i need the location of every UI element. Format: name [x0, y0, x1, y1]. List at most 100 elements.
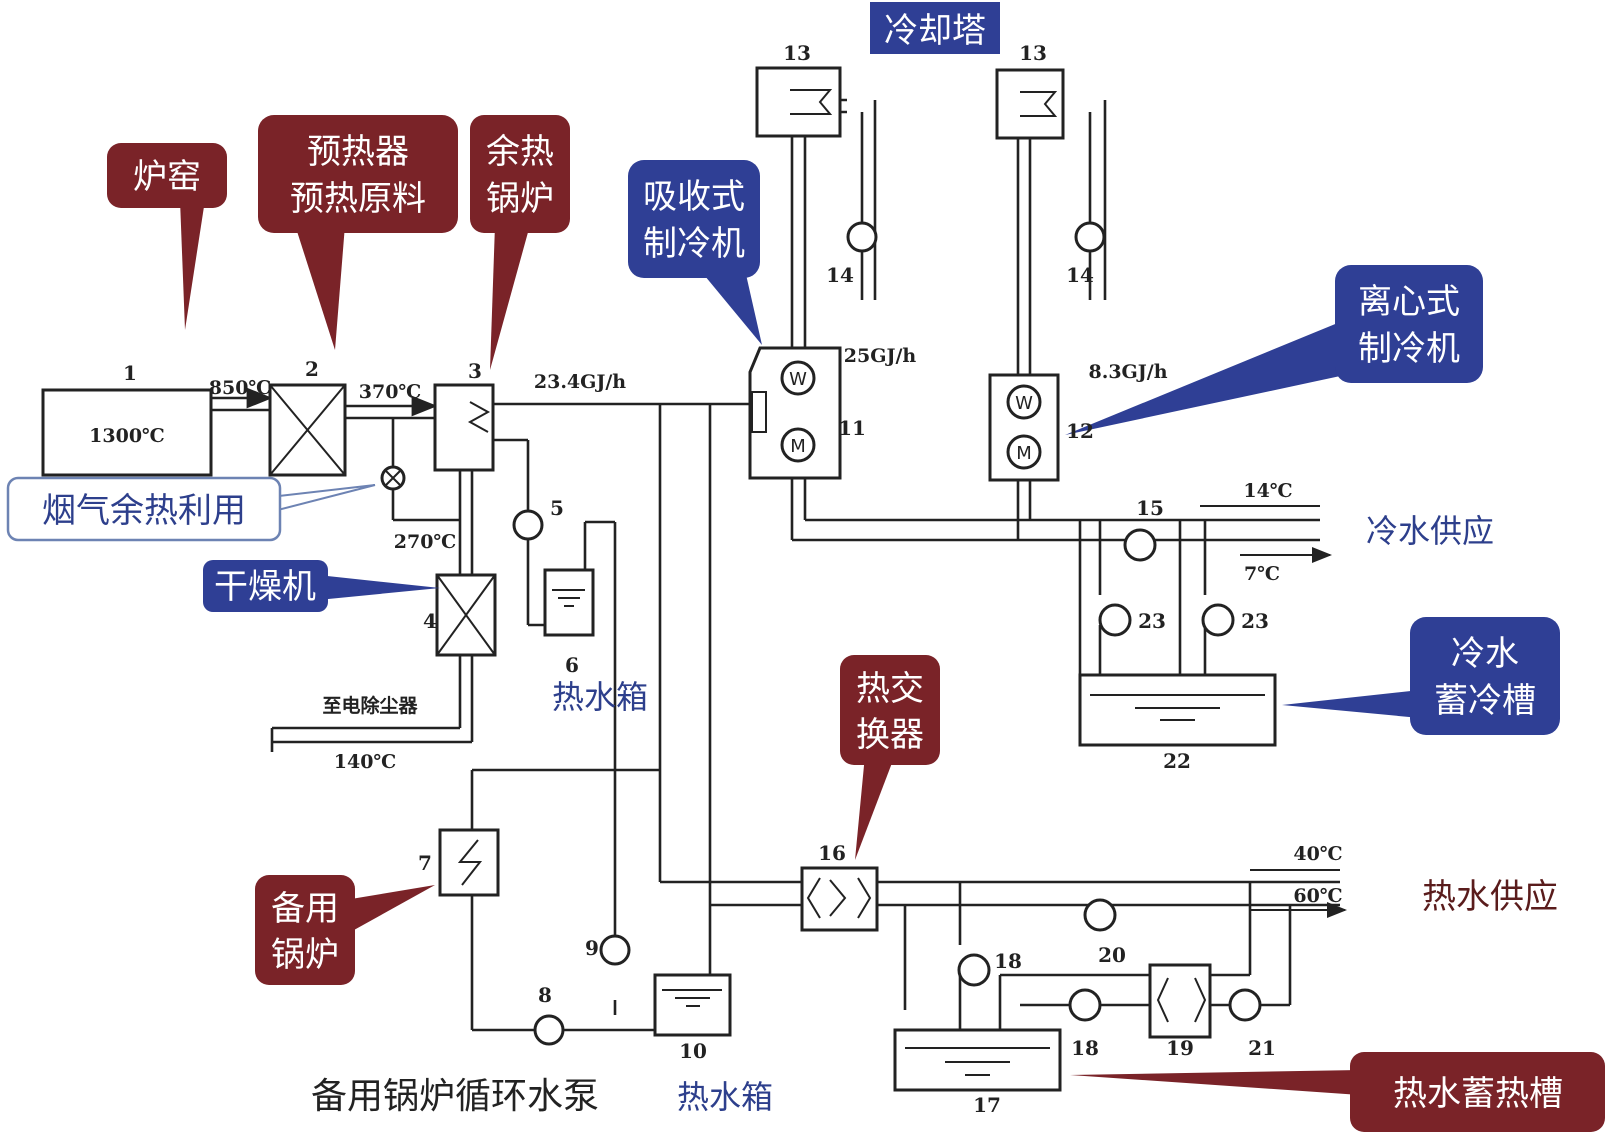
num-4: 4: [423, 609, 437, 633]
hot-water-supply-label: 热水供应: [1422, 877, 1558, 917]
cooling-tower-callout: [870, 2, 1000, 54]
pump-14-left: [846, 221, 878, 253]
pump-5: [512, 509, 544, 541]
temp-140: 140℃: [334, 751, 396, 773]
num-18-upper: 18: [994, 949, 1022, 973]
num-23-right: 23: [1241, 609, 1269, 633]
pump-20: [1083, 898, 1117, 932]
heat-exchanger-19: [1148, 963, 1212, 1039]
num-21: 21: [1248, 1036, 1276, 1060]
preheater-callout: [258, 115, 458, 233]
pump-18-lower: [1068, 988, 1102, 1022]
pump-23-right: [1201, 603, 1235, 637]
heat-exchanger-callout-line2: 换器: [856, 715, 924, 755]
dryer-callout-text: 干燥机: [214, 567, 316, 607]
dryer-callout: [203, 560, 328, 612]
hot-storage-callout: [1350, 1052, 1605, 1132]
num-5: 5: [550, 496, 564, 520]
hot-water-tank-10-label: 热水箱: [677, 1078, 773, 1116]
absorption-callout-line1: 吸收式: [643, 177, 745, 217]
flue-gas-callout: [6, 476, 282, 542]
num-12: 12: [1066, 419, 1094, 443]
svg-text:M: M: [790, 436, 806, 457]
num-14-left: 14: [826, 263, 854, 287]
heat-exchanger-callout: [840, 655, 940, 765]
temp-270: 270℃: [394, 531, 456, 553]
backup-boiler-7: [438, 828, 500, 897]
cold-storage-tank-22: [1078, 673, 1277, 747]
load-absorption: 25GJ/h: [844, 345, 917, 367]
num-23-left: 23: [1138, 609, 1166, 633]
num-6: 6: [565, 653, 579, 677]
num-7: 7: [418, 851, 432, 875]
temp-14: 14℃: [1243, 480, 1292, 502]
hot-water-tank-10: [653, 973, 732, 1037]
hot-water-tank-6: [543, 568, 595, 637]
whb-callout: [470, 115, 570, 233]
backup-boiler-callout: [255, 875, 355, 985]
equipment: W M W M: [41, 66, 1277, 1092]
preheater-callout-line1: 预热器: [307, 132, 409, 172]
load-whb: 23.4GJ/h: [534, 371, 626, 393]
dryer-4: [435, 573, 497, 657]
centrifugal-chiller-12: W M: [988, 373, 1060, 482]
num-10: 10: [679, 1039, 707, 1063]
cold-tank-callout-line2: 蓄冷槽: [1434, 681, 1536, 721]
furnace-callout: [107, 143, 227, 208]
hot-storage-callout-text: 热水蓄热槽: [1393, 1074, 1563, 1114]
absorption-chiller-11: W M: [748, 346, 842, 480]
furnace-temp: 1300℃: [89, 425, 165, 447]
num-16: 16: [818, 841, 846, 865]
pump-8: [533, 1014, 565, 1046]
num-3: 3: [468, 359, 482, 383]
num-8: 8: [538, 983, 552, 1007]
cooling-tower-13-left: [755, 66, 842, 138]
heat-exchanger-callout-line1: 热交: [856, 669, 924, 709]
load-centrifugal: 8.3GJ/h: [1088, 361, 1167, 383]
centrifugal-callout: [1335, 265, 1483, 383]
pipe-network: [211, 98, 1347, 1032]
equipment-numbers: 1 2 3 4 5 6 7 8 9 10 11 12 13 13 14 14 1…: [123, 41, 1276, 1117]
furnace-1: [41, 388, 213, 477]
backup-pump-label: 备用锅炉循环水泵: [311, 1076, 599, 1117]
cooling-tower-callout-text: 冷却塔: [884, 11, 986, 51]
centrifugal-callout-line2: 制冷机: [1358, 329, 1460, 369]
callout-text: 炉窑 预热器 预热原料 余热 锅炉 吸收式 制冷机 冷却塔 离心式 制冷机 烟气…: [42, 11, 1563, 1114]
temp-7: 7℃: [1244, 563, 1280, 585]
svg-text:W: W: [1015, 393, 1033, 414]
num-17: 17: [973, 1093, 1001, 1117]
to-precipitator-label: 至电除尘器: [322, 694, 418, 717]
heat-exchanger-16: [800, 866, 879, 932]
cold-tank-callout: [1410, 617, 1560, 735]
waste-heat-boiler-3: [433, 383, 495, 472]
whb-callout-line2: 锅炉: [486, 179, 554, 219]
furnace-callout-text: 炉窑: [133, 157, 201, 197]
pump-21: [1228, 988, 1262, 1022]
num-13-right: 13: [1019, 41, 1047, 65]
pump-23-left: [1098, 603, 1132, 637]
flue-gas-valve: [380, 465, 406, 491]
callouts: [6, 2, 1605, 1132]
num-9: 9: [585, 936, 599, 960]
pump-14-right: [1074, 221, 1106, 253]
svg-text:W: W: [789, 369, 807, 390]
centrifugal-callout-line1: 离心式: [1358, 282, 1460, 322]
num-2: 2: [305, 357, 319, 381]
cold-water-supply-label: 冷水供应: [1366, 512, 1494, 550]
pump-18-upper: [957, 953, 991, 987]
pump-9: [599, 934, 631, 966]
cold-tank-callout-line1: 冷水: [1451, 634, 1519, 674]
backup-boiler-callout-line2: 锅炉: [271, 935, 339, 975]
num-11: 11: [838, 416, 866, 440]
num-1: 1: [123, 361, 137, 385]
temperature-labels: 1300℃ 850℃ 370℃ 270℃ 140℃ 14℃ 7℃ 40℃ 60℃…: [89, 345, 1342, 907]
backup-boiler-callout-line1: 备用: [271, 889, 339, 929]
temp-40: 40℃: [1293, 843, 1342, 865]
hot-water-tank-6-label: 热水箱: [552, 678, 648, 716]
absorption-callout: [628, 160, 760, 278]
num-19: 19: [1166, 1036, 1194, 1060]
num-13-left: 13: [783, 41, 811, 65]
flue-gas-callout-text: 烟气余热利用: [42, 491, 246, 531]
pumps: [512, 221, 1262, 1046]
